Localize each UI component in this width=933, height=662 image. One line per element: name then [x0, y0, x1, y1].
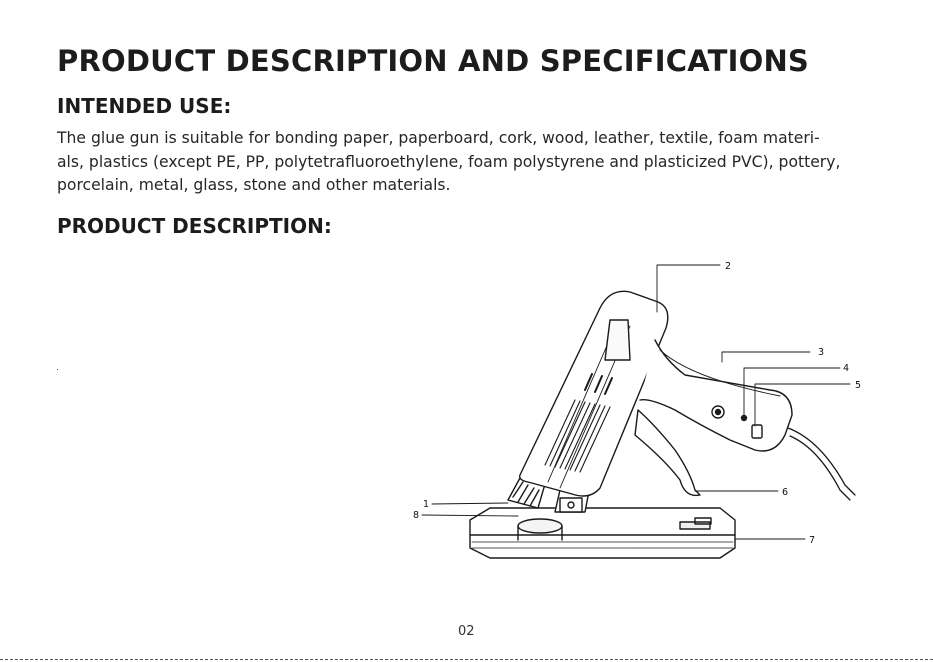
callout-leaders [421, 264, 851, 540]
callout-6: 6 [782, 487, 788, 498]
intended-use-line: als, plastics (except PE, PP, polytetraf… [57, 152, 841, 171]
intended-use-heading: INTENDED USE: [57, 94, 232, 118]
callout-3: 3 [818, 347, 824, 358]
intended-use-line: The glue gun is suitable for bonding pap… [57, 129, 820, 147]
gun-body-illustration [518, 290, 856, 501]
bottom-rule [0, 659, 933, 660]
stray-mark [57, 369, 58, 370]
intended-use-paragraph: The glue gun is suitable for bonding pap… [57, 127, 879, 198]
page-title: PRODUCT DESCRIPTION AND SPECIFICATIONS [57, 44, 809, 78]
product-description-heading: PRODUCT DESCRIPTION: [57, 214, 332, 238]
page-number: 02 [458, 624, 475, 639]
callout-8: 8 [413, 510, 419, 521]
intended-use-line: porcelain, metal, glass, stone and other… [57, 176, 451, 194]
callout-7: 7 [809, 535, 815, 546]
callout-5: 5 [855, 380, 861, 391]
nozzle-illustration [507, 477, 546, 509]
stand-base-illustration [469, 507, 736, 559]
callout-2: 2 [725, 261, 731, 272]
callout-4: 4 [843, 363, 849, 374]
glue-gun-diagram: 2 3 4 5 6 7 1 8 [413, 261, 861, 559]
callout-1: 1 [423, 499, 429, 510]
